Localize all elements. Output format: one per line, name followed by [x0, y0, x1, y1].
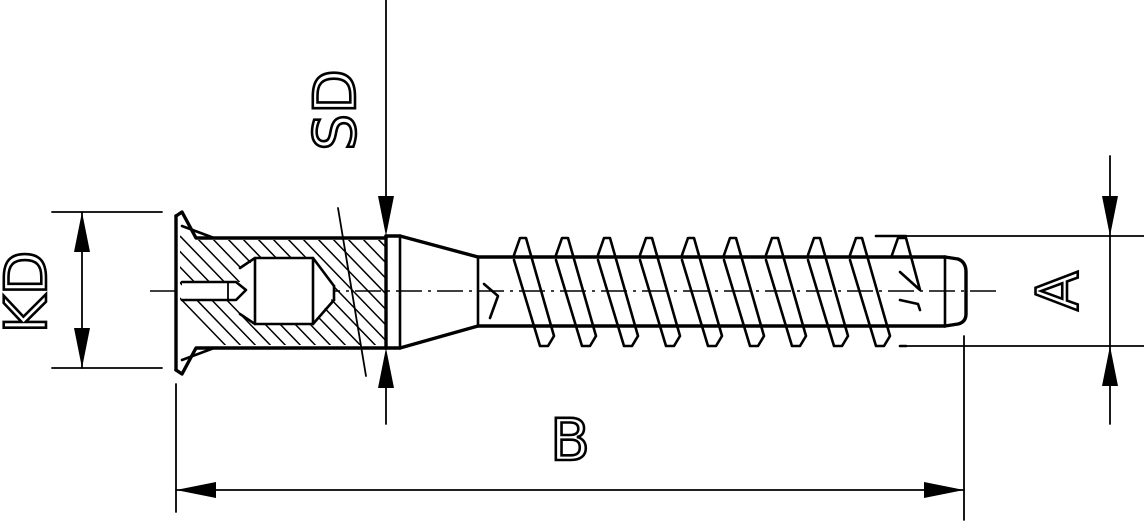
dimension-a: A [875, 155, 1144, 425]
hatch-line [390, 236, 500, 350]
hatch-line [314, 235, 386, 351]
label-sd: SD [301, 69, 369, 150]
label-b: B [550, 406, 590, 474]
hatch-line [359, 235, 386, 351]
thread-flank [512, 236, 556, 348]
dimension-sd: SD [300, 0, 394, 425]
label-kd: KD [0, 251, 60, 334]
hatch-line [180, 235, 231, 351]
thread-flank [554, 236, 598, 348]
thread-flank [898, 298, 922, 312]
screw-shank [384, 234, 480, 350]
thread-flank [890, 236, 922, 292]
dimension-kd: KD [0, 211, 163, 369]
thread-flank [764, 236, 808, 348]
thread-flank [806, 236, 850, 348]
thread-flank [722, 236, 766, 348]
label-a: A [1024, 271, 1092, 311]
hatch-line [284, 235, 386, 351]
thread-flank [638, 236, 682, 348]
screw-head-section [174, 207, 500, 377]
hatch-line [344, 235, 386, 351]
thread-flank [596, 236, 640, 348]
dimension-b: B [175, 335, 965, 521]
screw-thread [476, 234, 968, 348]
hatch-line [299, 235, 386, 351]
thread-flank [680, 236, 724, 348]
thread-flank [848, 236, 892, 348]
